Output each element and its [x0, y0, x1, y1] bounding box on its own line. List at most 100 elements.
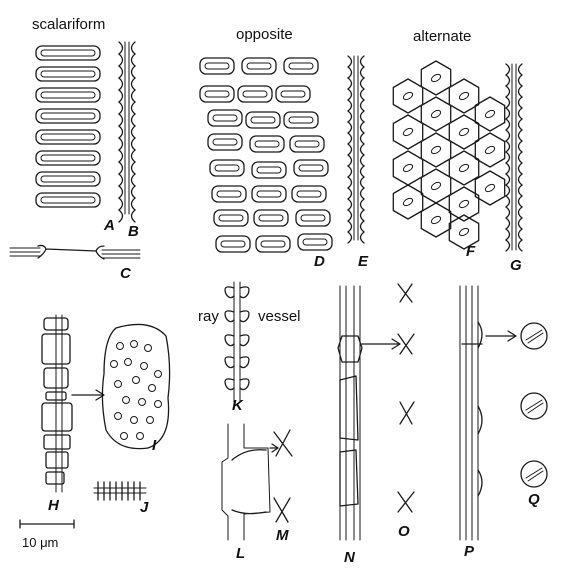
- panel-p-wall-section: [459, 285, 517, 541]
- alternate-pit-aperture: [430, 73, 442, 83]
- scalariform-pit-aperture: [40, 154, 96, 162]
- alternate-pit: [448, 114, 480, 150]
- opposite-pit-aperture: [218, 214, 244, 222]
- vesture: [124, 358, 132, 366]
- scalariform-section-pit: [118, 197, 136, 211]
- alternate-section-pit: [505, 195, 523, 208]
- scalariform-section-pit: [118, 149, 136, 163]
- alternate-section-pit: [505, 63, 523, 76]
- alternate-section-pit: [505, 118, 523, 131]
- panel-letter-k: K: [232, 397, 244, 414]
- opposite-section-pit: [347, 187, 365, 200]
- opposite-pit-aperture: [288, 62, 314, 70]
- panel-letter-a: A: [103, 217, 115, 234]
- heading-opposite: opposite: [236, 26, 293, 43]
- vessel-pit: [239, 356, 250, 369]
- panel-letter-e: E: [358, 253, 369, 270]
- vesture: [130, 416, 138, 424]
- scalariform-section-pit: [118, 209, 136, 223]
- scalariform-pit: [35, 108, 101, 124]
- alternate-section-pit: [505, 162, 523, 175]
- alternate-section-pit: [505, 184, 523, 197]
- alternate-pit: [420, 132, 452, 168]
- vesture: [154, 370, 162, 378]
- panel-letter-m: M: [276, 527, 289, 544]
- opposite-section-pit: [347, 99, 365, 112]
- ray-pit: [224, 286, 235, 299]
- panel-j-section: [93, 481, 147, 501]
- alternate-section-pit: [505, 140, 523, 153]
- vesture: [120, 432, 128, 440]
- scalariform-pit-aperture: [40, 49, 96, 57]
- alternate-pit-aperture: [430, 215, 442, 225]
- scalariform-section-pit: [118, 89, 136, 103]
- vesture: [146, 416, 154, 424]
- scalariform-pit-aperture: [40, 91, 96, 99]
- opposite-pit-aperture: [220, 240, 246, 248]
- opposite-section-pit: [347, 132, 365, 145]
- opposite-pit-aperture: [298, 164, 324, 172]
- panel-b-scalariform-section: [118, 41, 136, 223]
- heading-scalariform: scalariform: [32, 16, 105, 33]
- opposite-pit: [283, 111, 319, 129]
- vesture: [154, 400, 162, 408]
- vessel-pit: [239, 334, 250, 347]
- opposite-pit: [209, 159, 245, 177]
- scalariform-pit: [35, 87, 101, 103]
- opposite-pit-aperture: [258, 214, 284, 222]
- opposite-pit-aperture: [294, 140, 320, 148]
- ray-pit: [224, 378, 235, 391]
- pit-aperture: [525, 399, 544, 414]
- vessel-pit: [239, 378, 250, 391]
- opposite-pit: [213, 209, 249, 227]
- alternate-pit: [448, 78, 480, 114]
- panel-letter-c: C: [120, 265, 132, 282]
- alternate-section-pit: [505, 173, 523, 186]
- opposite-pit-aperture: [242, 90, 268, 98]
- alternate-pit-aperture: [484, 145, 496, 155]
- vesture: [114, 380, 122, 388]
- panel-letter-f: F: [466, 243, 476, 260]
- opposite-section-pit: [347, 121, 365, 134]
- vesture: [136, 432, 144, 440]
- panel-d-opposite-pits: [199, 57, 333, 253]
- scalariform-section-wall: [124, 41, 130, 215]
- vesture: [144, 344, 152, 352]
- alternate-section-pit: [505, 129, 523, 142]
- pit-aperture: [525, 467, 544, 482]
- vessel-pit: [239, 286, 250, 299]
- alternate-section-pit: [505, 151, 523, 164]
- heading-alternate: alternate: [413, 28, 471, 45]
- scalariform-pit: [35, 150, 101, 166]
- scalariform-pit: [35, 192, 101, 208]
- alternate-section-pit: [505, 107, 523, 120]
- opposite-section-pit: [347, 198, 365, 211]
- scalariform-section-pit: [118, 185, 136, 199]
- ray-pit: [224, 334, 235, 347]
- opposite-pit-aperture: [288, 116, 314, 124]
- opposite-pit: [251, 185, 287, 203]
- alternate-pit: [448, 186, 480, 222]
- scalariform-section-pit: [118, 101, 136, 115]
- alternate-pit: [420, 96, 452, 132]
- opposite-pit-aperture: [260, 240, 286, 248]
- vessel-pit: [239, 310, 250, 323]
- opposite-pit-aperture: [214, 164, 240, 172]
- opposite-pit: [297, 233, 333, 251]
- alternate-pit-aperture: [458, 227, 470, 237]
- alternate-section-pit: [505, 74, 523, 87]
- vesture: [140, 362, 148, 370]
- panel-letter-p: P: [464, 543, 475, 560]
- vesture: [122, 396, 130, 404]
- opposite-pit: [255, 235, 291, 253]
- opposite-section-wall: [353, 55, 359, 241]
- panel-letter-l: L: [236, 545, 245, 562]
- alternate-pit-aperture: [402, 197, 414, 207]
- scalariform-pit-aperture: [40, 175, 96, 183]
- alternate-pit: [474, 132, 506, 168]
- vesture: [130, 340, 138, 348]
- panel-letter-g: G: [510, 257, 522, 274]
- alternate-pit-aperture: [430, 181, 442, 191]
- alternate-section-pit: [505, 228, 523, 241]
